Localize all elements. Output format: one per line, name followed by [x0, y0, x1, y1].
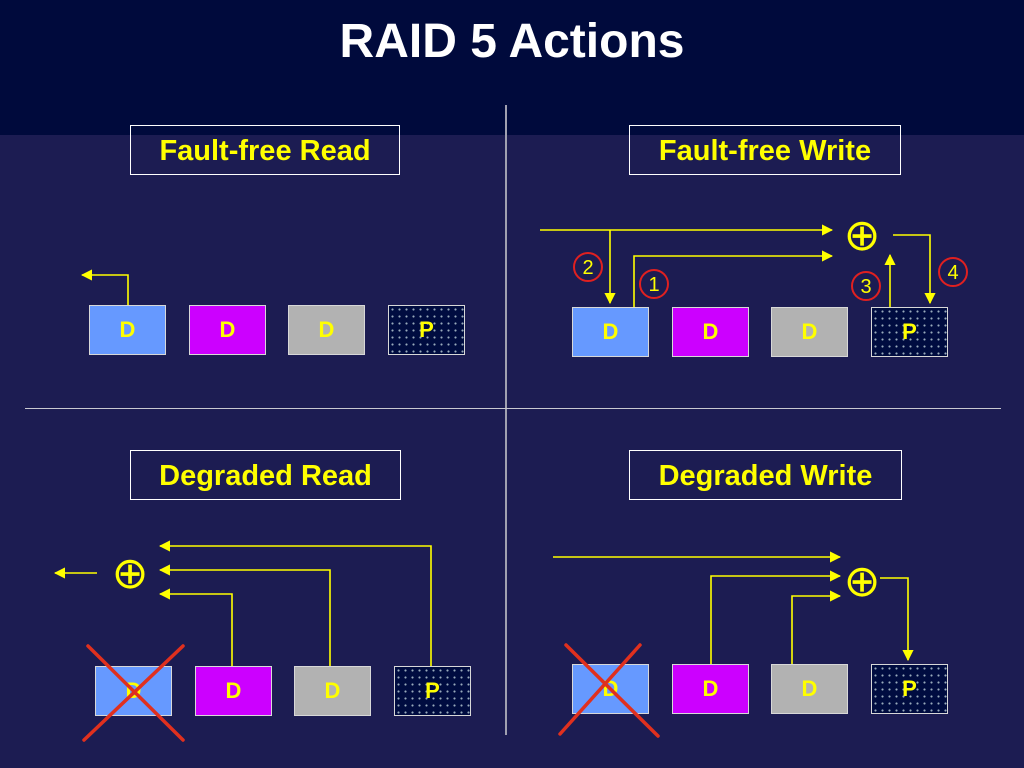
- fault-free-read-label: Fault-free Read: [130, 125, 400, 175]
- step-3-circle: [851, 271, 881, 301]
- step-4-circle: [938, 257, 968, 287]
- dr-disk2-arrow: [158, 588, 233, 666]
- ffw-old-data-read-arrow: [633, 250, 834, 307]
- dw-disk3-arrow: [791, 590, 842, 664]
- ffr-disk-3: D: [288, 305, 365, 355]
- step-1-label: 1: [648, 274, 659, 296]
- step-2-label: 2: [582, 257, 593, 279]
- ffr-read-arrow: [80, 269, 129, 305]
- dr-disk3-arrow: [158, 564, 331, 666]
- degraded-read-label: Degraded Read: [130, 450, 401, 500]
- dw-parity-write-arrow: [880, 577, 914, 662]
- ffw-disk-2: D: [672, 307, 749, 357]
- ffw-parity-write-arrow: [893, 234, 936, 305]
- step-1-circle: [639, 269, 669, 299]
- dw-disk-3: D: [771, 664, 848, 714]
- dr-xor-symbol: ⊕: [112, 548, 149, 599]
- step-2-circle: [573, 252, 603, 282]
- step-3-label: 3: [860, 276, 871, 298]
- dw-xor-symbol: ⊕: [844, 556, 881, 607]
- horizontal-divider: [25, 408, 1001, 409]
- dw-disk-2: D: [672, 664, 749, 714]
- degraded-write-label: Degraded Write: [629, 450, 902, 500]
- dr-disk-3: D: [294, 666, 371, 716]
- dw-disk2-arrow: [710, 570, 842, 664]
- fault-free-write-label: Fault-free Write: [629, 125, 901, 175]
- dr-failure-cross: [82, 644, 185, 742]
- step-4-label: 4: [947, 262, 958, 284]
- dr-disk-2: D: [195, 666, 272, 716]
- ffr-parity-disk: P: [388, 305, 465, 355]
- ffw-xor-symbol: ⊕: [844, 210, 881, 261]
- vertical-divider: [505, 105, 507, 735]
- dw-parity-disk: P: [871, 664, 948, 714]
- ffr-disk-1: D: [89, 305, 166, 355]
- ffw-parity-disk: P: [871, 307, 948, 357]
- ffw-disk-1: D: [572, 307, 649, 357]
- dr-parity-arrow: [158, 540, 432, 666]
- dw-failure-cross: [558, 643, 660, 738]
- dr-parity-disk: P: [394, 666, 471, 716]
- ffw-disk-3: D: [771, 307, 848, 357]
- ffr-disk-2: D: [189, 305, 266, 355]
- slide-title: RAID 5 Actions: [339, 15, 685, 68]
- title-band: [0, 0, 1024, 135]
